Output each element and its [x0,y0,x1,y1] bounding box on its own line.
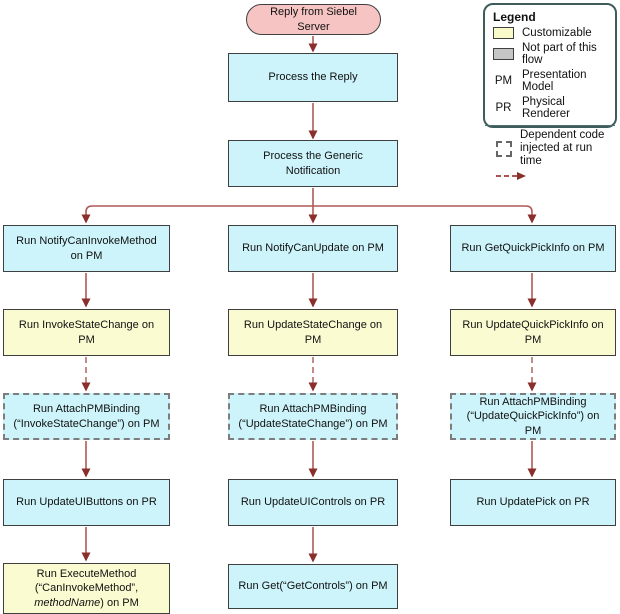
node-label-line2: (“CanInvokeMethod”, [34,582,139,595]
node-label-rest: ) on PM [100,596,139,609]
node-label: Run NotifyCanUpdate on PM [242,242,384,255]
node-label-italic: methodName [34,596,101,609]
node-label: Run Get(“GetControls”) on PM [238,580,388,593]
legend-item-dependent-code: Dependent code injected at run time [493,129,607,169]
node-label-line2: (“InvokeStateChange”) on PM [13,417,160,430]
legend-title: Legend [493,10,536,24]
node-label: Run UpdateStateChange on PM [243,319,383,346]
node-process-the-reply: Process the Reply [228,53,398,102]
legend-item-label: Customizable [522,27,592,39]
node-label: Run UpdateUIControls on PR [240,496,386,509]
legend-item-label: Presentation Model [522,69,587,93]
node-label: Run UpdateQuickPickInfo on PM [462,319,604,346]
node-notifycaninvokemethod: Run NotifyCanInvokeMethod on PM [3,225,170,272]
customizable-swatch [493,27,514,39]
node-label-line2: (“UpdateQuickPickInfo”) on PM [466,410,600,437]
node-get-getcontrols: Run Get(“GetControls”) on PM [228,564,398,609]
legend-item-pr: PR Physical Renderer [493,96,607,120]
node-label-line1: Run ExecuteMethod [36,568,137,581]
legend-item-not-part-of-flow: Not part of this flow [493,42,607,66]
node-notifycanupdate: Run NotifyCanUpdate on PM [228,225,398,272]
node-label: Process the Reply [268,71,358,84]
node-attachpmbinding-invokestatechange: Run AttachPMBinding (“InvokeStateChange”… [3,393,170,440]
node-attachpmbinding-updatequickpickinfo: Run AttachPMBinding (“UpdateQuickPickInf… [450,393,616,440]
node-label-line1: Run AttachPMBinding [259,403,367,416]
node-getquickpickinfo: Run GetQuickPickInfo on PM [450,225,616,272]
legend-item-label: Dependent code injected at run time [520,129,607,169]
node-label: Process the Generic Notification [263,150,363,177]
dependent-line2: injected at run time [520,142,593,168]
node-reply-from-siebel-server: Reply from Siebel Server [246,4,381,35]
legend-key-pr: PR [495,102,512,114]
node-label-line1: Run AttachPMBinding [32,403,140,416]
node-process-generic-notification: Process the Generic Notification [228,140,398,187]
legend: Legend Customizable Not part of this flo… [483,3,617,180]
legend-item-pm: PM Presentation Model [493,69,607,93]
dashed-box-icon [496,140,512,157]
node-executemethod: Run ExecuteMethod (“CanInvokeMethod”, me… [3,563,170,614]
legend-item-label: Physical Renderer [522,96,570,120]
node-label-line1: Run AttachPMBinding [479,396,587,409]
node-label: Reply from Siebel Server [270,6,357,33]
node-label-line3: methodName) on PM [34,596,139,610]
node-label: Run InvokeStateChange on PM [18,319,155,346]
node-invokestatechange: Run InvokeStateChange on PM [3,309,170,356]
node-label: Run NotifyCanInvokeMethod on PM [16,235,157,262]
node-label-line2: (“UpdateStateChange”) on PM [238,417,388,430]
dependent-line1: Dependent code [520,129,605,141]
legend-divider [485,125,615,126]
node-label: Run UpdateUIButtons on PR [16,496,157,509]
legend-item-customizable: Customizable [493,27,607,39]
node-attachpmbinding-updatestatechange: Run AttachPMBinding (“UpdateStateChange”… [228,393,398,440]
node-label: Run GetQuickPickInfo on PM [461,242,605,255]
node-updateuibuttons: Run UpdateUIButtons on PR [3,479,170,526]
node-updatepick: Run UpdatePick on PR [450,479,616,526]
node-updateuicontrols: Run UpdateUIControls on PR [228,479,398,526]
node-label: Run UpdatePick on PR [476,496,590,509]
legend-item-label: Not part of this flow [522,42,597,66]
node-updatestatechange: Run UpdateStateChange on PM [228,309,398,356]
node-updatequickpickinfo: Run UpdateQuickPickInfo on PM [450,309,616,356]
not-part-of-flow-swatch [493,48,514,60]
dashed-arrow-icon [496,171,526,180]
legend-key-pm: PM [494,75,513,87]
